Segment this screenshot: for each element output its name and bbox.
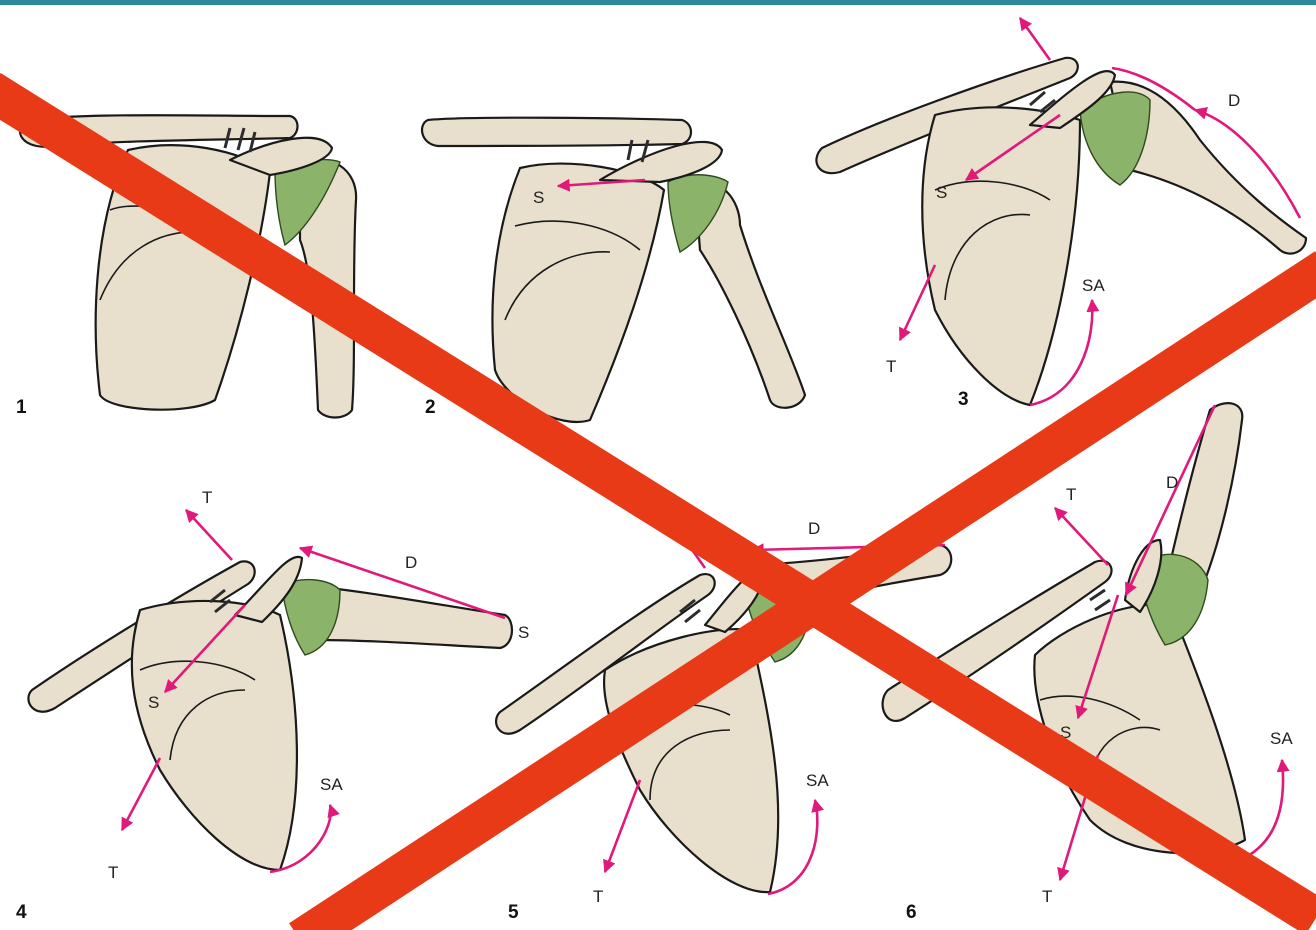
vector-label-s: S [148, 693, 159, 712]
vector-label-sa: SA [1082, 276, 1105, 295]
force-vector-trapezius [605, 780, 640, 872]
scapula [922, 107, 1080, 405]
vector-label-s: S [936, 183, 947, 202]
vector-label-d: D [1166, 473, 1178, 492]
force-vector-trapezius-upper [186, 510, 232, 560]
vector-label-t: T [202, 488, 212, 507]
vector-label-t: T [886, 357, 896, 376]
scapula [492, 164, 664, 422]
panel-number-1: 1 [16, 397, 27, 418]
panel-number-6: 6 [906, 902, 917, 923]
panel-number-5: 5 [508, 902, 519, 923]
panel-number-2: 2 [425, 397, 436, 418]
force-vector-trapezius [900, 265, 935, 340]
panel-4 [28, 510, 512, 872]
vector-label-d: D [808, 519, 820, 538]
force-vector-trapezius-upper [1055, 508, 1108, 565]
glenohumeral-joint [282, 580, 340, 655]
vector-label-s: S [518, 623, 529, 642]
vector-label-s: S [533, 188, 544, 207]
force-vector-serratus-anterior [1240, 760, 1283, 860]
vector-label-t: T [108, 863, 118, 882]
vector-label-t: T [1042, 887, 1052, 906]
vector-label-t: T [1066, 485, 1076, 504]
panel-number-3: 3 [958, 389, 969, 410]
vector-label-d: D [405, 553, 417, 572]
force-vector-trapezius-upper [1020, 18, 1050, 60]
vector-label-sa: SA [806, 771, 829, 790]
top-border [0, 0, 1316, 5]
force-vector-trapezius [122, 758, 160, 830]
vector-label-t: T [593, 887, 603, 906]
panel-number-4: 4 [16, 902, 27, 923]
clavicle [422, 118, 691, 146]
vector-label-d: D [1228, 91, 1240, 110]
scapula [132, 601, 297, 870]
vector-label-sa: SA [320, 775, 343, 794]
vector-label-sa: SA [1270, 729, 1293, 748]
panel-6 [883, 403, 1284, 880]
